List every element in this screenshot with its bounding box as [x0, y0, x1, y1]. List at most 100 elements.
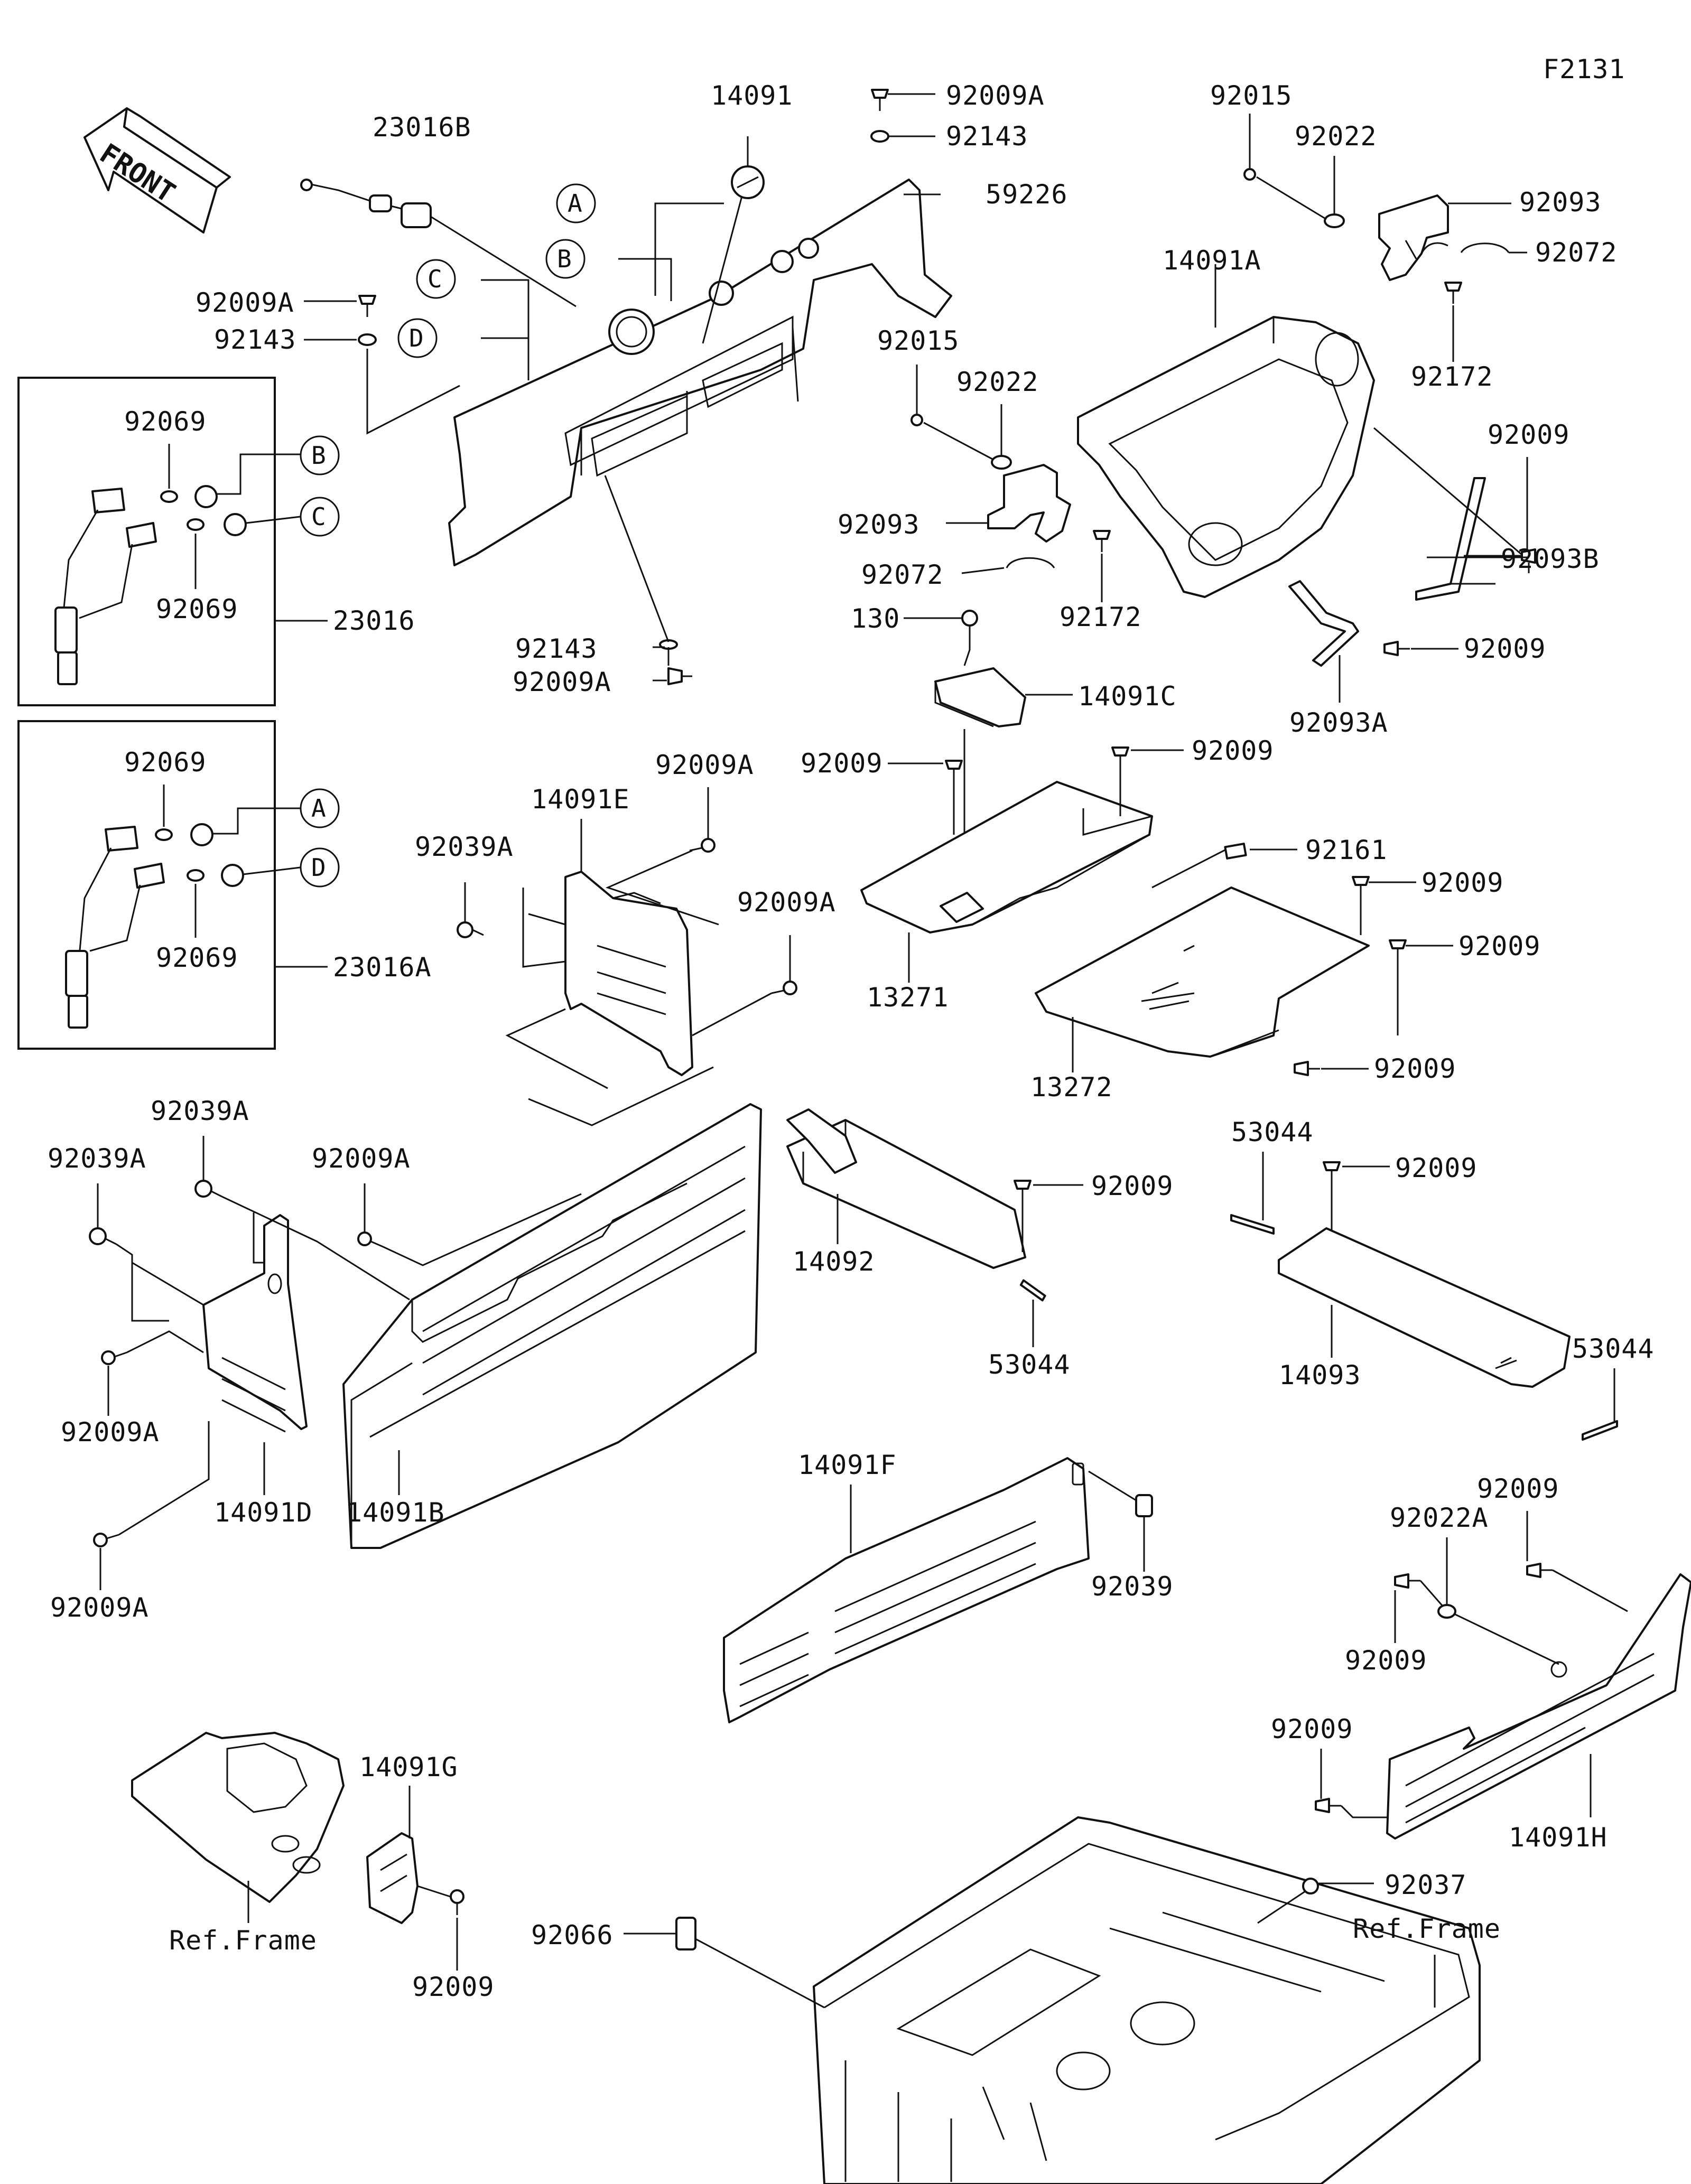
grommet-92069-4[interactable]	[187, 869, 205, 882]
label-ref-frame-l: Ref.Frame	[169, 1925, 317, 1956]
svg-text:A: A	[311, 794, 326, 823]
wire-harness-23016[interactable]	[54, 488, 157, 685]
label-92039A-d1: 92039A	[151, 1096, 249, 1126]
washer-92022-a[interactable]	[1324, 213, 1345, 228]
washer-92143-top[interactable]	[870, 130, 889, 143]
floor-panel-13272[interactable]	[1035, 886, 1370, 1058]
leaders-dash	[304, 93, 941, 682]
washer-92022A[interactable]	[1437, 1604, 1456, 1619]
ring-D[interactable]	[221, 864, 244, 887]
bracket-92093-b[interactable]	[987, 464, 1071, 543]
screw-92009A-e[interactable]	[689, 838, 716, 853]
glovebox-14091A[interactable]	[1077, 316, 1375, 598]
bolt-130[interactable]	[961, 610, 978, 639]
screw-92172-a[interactable]	[1444, 282, 1462, 304]
grommet-92037[interactable]	[1302, 1878, 1319, 1894]
screw-92009A-mid[interactable]	[667, 667, 692, 685]
screw-92039A-d1[interactable]	[194, 1180, 222, 1198]
screw-92009-h2[interactable]	[1394, 1573, 1420, 1589]
label-92009-c5: 92009	[1374, 1053, 1456, 1084]
screw-92009A-top[interactable]	[871, 89, 889, 111]
screw-92009-g[interactable]	[450, 1889, 464, 1915]
screw-92009A-e2[interactable]	[771, 981, 797, 995]
ring-A[interactable]	[190, 823, 213, 846]
screw-92009-c5[interactable]	[1294, 1061, 1320, 1076]
cover-14091C[interactable]	[934, 667, 1026, 727]
label-92143-m: 92143	[515, 633, 598, 664]
label-13271: 13271	[867, 982, 949, 1013]
screw-92009-c2[interactable]	[1111, 746, 1129, 769]
nut-92015-b[interactable]	[910, 414, 923, 426]
grommet-92069-3[interactable]	[155, 828, 173, 841]
dash-panel-59226[interactable]	[448, 179, 952, 566]
label-92069-1: 92069	[124, 406, 207, 437]
bracket-92093-a[interactable]	[1378, 194, 1449, 281]
side-panel-14091B[interactable]	[342, 1103, 762, 1549]
panel-14092[interactable]	[786, 1108, 1026, 1269]
screw-92009-c3[interactable]	[1352, 876, 1370, 898]
screw-92009-h1[interactable]	[1526, 1563, 1553, 1578]
label-92009-h2: 92009	[1345, 1645, 1427, 1676]
panel-14093[interactable]	[1278, 1227, 1571, 1388]
screw-92009-m2[interactable]	[1014, 1180, 1032, 1202]
pad-92039[interactable]	[1135, 1494, 1153, 1517]
side-panel-14091F[interactable]	[723, 1457, 1090, 1723]
screw-92009-c1[interactable]	[945, 760, 963, 782]
leader-130-down	[963, 639, 971, 666]
screw-92009-r3[interactable]	[1323, 1161, 1341, 1183]
label-23016B: 23016B	[373, 112, 471, 143]
bracket-14091D[interactable]	[202, 1214, 308, 1433]
grommet-92069-2[interactable]	[187, 518, 205, 531]
screw-92009-r2[interactable]	[1383, 641, 1410, 656]
floor-panel-13271[interactable]	[860, 781, 1153, 934]
pin-53044-m[interactable]	[1019, 1279, 1046, 1302]
band-92072-a[interactable]	[1460, 242, 1510, 253]
screw-92039A-d2[interactable]	[89, 1227, 117, 1245]
pin-53044-r2[interactable]	[1582, 1420, 1618, 1441]
screw-92009A-d1[interactable]	[357, 1231, 384, 1248]
washer-92143-left[interactable]	[358, 333, 377, 346]
wire-harness-23016B[interactable]	[300, 179, 432, 228]
bracket-14091G[interactable]	[366, 1832, 419, 1924]
part-labels: 14091 23016B 92009A 92143 59226 92015 92…	[48, 80, 1654, 2002]
bracket-92093B[interactable]	[1415, 477, 1486, 601]
ring-B[interactable]	[194, 485, 218, 508]
pad-92161[interactable]	[1224, 843, 1247, 860]
label-14091D: 14091D	[214, 1497, 313, 1528]
screw-92039A-e[interactable]	[457, 921, 484, 938]
screw-92009A-left[interactable]	[358, 295, 376, 317]
screw-92009-h3[interactable]	[1315, 1798, 1341, 1813]
screw-92009A-d3[interactable]	[93, 1533, 119, 1547]
leader-D-box	[243, 866, 301, 875]
label-92143-l: 92143	[214, 324, 296, 355]
label-92093-a: 92093	[1519, 187, 1602, 218]
label-ref-frame-r: Ref.Frame	[1353, 1914, 1501, 1944]
leader-A-box	[212, 807, 300, 835]
washer-92022-b[interactable]	[991, 455, 1012, 470]
grommet-92069-1[interactable]	[160, 490, 178, 503]
pad-92066[interactable]	[675, 1917, 696, 1950]
ring-C[interactable]	[224, 513, 247, 536]
label-92022-a: 92022	[1295, 121, 1377, 152]
label-14091F: 14091F	[798, 1450, 897, 1480]
pin-53044-r[interactable]	[1230, 1214, 1275, 1235]
panel-14091E[interactable]	[564, 871, 693, 1076]
leaders-13271	[888, 749, 1297, 983]
label-92009-g: 92009	[412, 1972, 495, 2002]
screw-92172-b[interactable]	[1093, 530, 1111, 552]
nut-92015-a[interactable]	[1243, 168, 1256, 181]
clip-14091[interactable]	[731, 165, 765, 199]
label-92009-h3: 92009	[1271, 1714, 1353, 1744]
screw-92009A-d2[interactable]	[101, 1350, 127, 1365]
wire-harness-23016A[interactable]	[65, 826, 165, 1029]
label-92009-m2: 92009	[1091, 1171, 1174, 1201]
band-92072-b[interactable]	[1006, 557, 1055, 568]
label-92015-a: 92015	[1210, 80, 1293, 111]
leaders-14091E	[464, 787, 791, 1089]
side-panel-14091H[interactable]	[1386, 1573, 1691, 1840]
bracket-92093A[interactable]	[1288, 580, 1359, 667]
label-92009-r3: 92009	[1395, 1153, 1478, 1183]
harness-box-23016A	[17, 720, 276, 1050]
screw-92009-c4[interactable]	[1389, 939, 1407, 962]
frame-left-ref	[131, 1732, 345, 1903]
